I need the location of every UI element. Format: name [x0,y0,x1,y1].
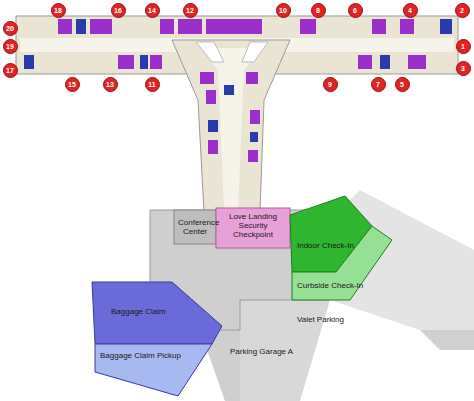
gate-callout: 19 [3,39,18,54]
gate-number: 17 [6,67,14,74]
gate-number: 9 [328,81,332,88]
gate-number: 20 [6,25,14,32]
area-label: Indoor Check-In [295,240,356,251]
area-label: Curbside Check-In [295,280,365,291]
gate-callout: 7 [371,77,386,92]
area-name: Conference Center [178,218,212,236]
conference-center [174,210,216,244]
gate-number: 15 [68,81,76,88]
gate-callout: 1 [456,39,471,54]
gate-callout: 20 [3,21,18,36]
gate-number: 11 [148,81,155,88]
area-label: Parking Garage A [230,347,293,356]
gate-number: 16 [114,7,122,14]
area-label: Valet Parking [297,315,344,324]
curbside-check-in [292,226,392,300]
road [420,330,474,350]
gate-callout: 13 [103,77,118,92]
gate-callout: 5 [395,77,410,92]
area-name: Indoor Check-In [297,241,354,250]
wing [242,42,268,62]
gate-number: 3 [461,65,465,72]
wing [196,42,224,62]
gate-callout: 16 [111,3,126,18]
corridor [200,48,262,210]
concourse-stem [172,40,290,212]
gate-callout: 15 [65,77,80,92]
gate-callout: 8 [311,3,326,18]
area-label: Conference Center [176,217,214,237]
gate-number: 18 [54,7,62,14]
area-name: Baggage Claim Pickup [100,351,181,360]
gate-number: 4 [408,7,412,14]
area-name: Security Checkpoint [219,221,287,239]
gate-callout: 12 [183,3,198,18]
gate-callout: 3 [456,61,471,76]
gate-callout: 18 [51,3,66,18]
gate-number: 7 [376,81,380,88]
gate-number: 8 [316,7,320,14]
baggage-claim [92,282,222,344]
area-label: Baggage Claim [109,306,168,317]
gate-number: 14 [148,7,156,14]
gate-number: 6 [353,7,357,14]
baggage-claim-pickup [95,344,212,396]
area-label: Baggage Claim Pickup [98,350,183,361]
gate-number: 10 [279,7,287,14]
gate-callout: 11 [145,77,160,92]
gate-callout: 14 [145,3,160,18]
gate-callout: 2 [455,3,470,18]
love-landing [216,208,290,248]
area-name: Love Landing [219,212,287,221]
area-name: Baggage Claim [111,307,166,316]
area-name: Curbside Check-In [297,281,363,290]
gate-number: 13 [106,81,114,88]
gate-callout: 4 [403,3,418,18]
gate-number: 5 [400,81,404,88]
shops [24,19,452,142]
gate-callout: 10 [276,3,291,18]
gate-callout: 9 [323,77,338,92]
gate-callout: 17 [3,63,18,78]
area-label: Love LandingSecurity Checkpoint [217,211,289,241]
gate-callout: 6 [348,3,363,18]
gate-number: 1 [461,43,465,50]
shops [58,19,426,162]
gate-number: 2 [460,7,464,14]
gate-number: 12 [186,7,194,14]
gate-number: 19 [6,43,14,50]
